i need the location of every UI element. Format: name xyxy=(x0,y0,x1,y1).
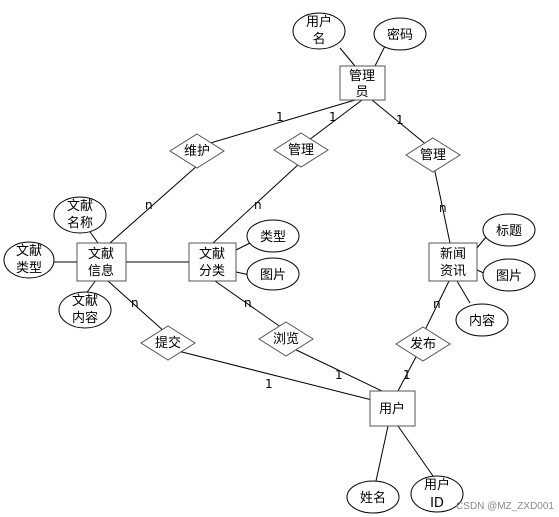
attribute-label: 密码 xyxy=(387,27,413,43)
attribute-admin-password: 密码 xyxy=(373,17,427,51)
relationship-label: 管理 xyxy=(288,143,314,158)
edge-publish-user xyxy=(397,352,419,392)
attribute-label-line1: 文献 xyxy=(16,244,42,259)
attribute-label: 图片 xyxy=(496,269,522,284)
entity-label-line2: 分类 xyxy=(199,264,225,279)
entity-document: 文献 信息 xyxy=(76,242,127,282)
edge-admin-managenews xyxy=(371,99,429,147)
entity-news: 新闻 资讯 xyxy=(428,242,478,282)
card-admin-managenews: 1 xyxy=(396,113,404,127)
edge-submit-user xyxy=(177,350,373,401)
attribute-user-id: 用户 ID xyxy=(410,475,464,513)
edge-maintain-doc xyxy=(109,164,199,244)
attribute-category-type: 类型 xyxy=(246,219,300,253)
attribute-user-name: 姓名 xyxy=(346,480,400,514)
attribute-label-line1: 用户 xyxy=(306,14,332,30)
cardinalities: 1 1 1 n n n n n n 1 1 1 xyxy=(131,110,447,391)
card-cat-browse: n xyxy=(244,296,252,310)
attribute-category-image: 图片 xyxy=(246,257,300,291)
entity-label-line1: 管理 xyxy=(349,69,375,84)
entity-label-line2: 资讯 xyxy=(440,264,466,279)
relationship-manage-news: 管理 xyxy=(405,137,461,173)
card-doc-submit: n xyxy=(131,296,139,310)
edge-admin-maintain xyxy=(196,99,356,148)
attribute-doc-type: 文献 类型 xyxy=(3,241,55,279)
attribute-news-image: 图片 xyxy=(482,258,536,292)
attribute-label-line2: 类型 xyxy=(16,261,42,276)
attribute-label: 姓名 xyxy=(360,490,386,506)
attribute-label-line2: 名称 xyxy=(67,215,93,231)
entity-label: 用户 xyxy=(379,401,405,417)
card-managenews-news: n xyxy=(439,201,447,215)
entity-label-line2: 员 xyxy=(355,85,368,100)
entity-category: 文献 分类 xyxy=(188,242,237,282)
attribute-label-line2: 名 xyxy=(312,31,325,47)
relationship-label: 维护 xyxy=(184,144,210,159)
attribute-label: 内容 xyxy=(469,313,495,329)
attribute-label: 类型 xyxy=(260,230,286,245)
edge-browse-user xyxy=(289,346,383,392)
relationship-submit: 提交 xyxy=(140,325,196,361)
edge-cat-browse xyxy=(214,280,286,331)
attribute-news-content: 内容 xyxy=(455,303,509,337)
attribute-label: 图片 xyxy=(260,268,286,283)
entity-label-line1: 文献 xyxy=(88,247,114,262)
edges xyxy=(52,45,487,482)
entity-admin: 管理 员 xyxy=(339,65,386,101)
edge-admin-managecat xyxy=(304,99,363,144)
edge-managenews-news xyxy=(433,166,451,244)
card-managecat-cat: n xyxy=(254,198,262,212)
card-maintain-doc: n xyxy=(145,198,153,212)
edge-user-id xyxy=(397,425,434,477)
edge-doc-submit xyxy=(107,280,167,334)
relationship-browse: 浏览 xyxy=(258,321,314,357)
edge-cat-type xyxy=(235,242,251,251)
card-publish-user: 1 xyxy=(403,368,411,382)
card-news-publish: n xyxy=(433,297,441,311)
attribute-doc-content: 文献 内容 xyxy=(58,291,112,329)
entity-label-line2: 信息 xyxy=(88,263,114,279)
relationship-label: 发布 xyxy=(410,336,436,352)
card-browse-user: 1 xyxy=(335,368,343,382)
edge-managecat-cat xyxy=(212,162,301,244)
edge-admin-password xyxy=(374,45,386,67)
attribute-label: 标题 xyxy=(496,224,522,239)
entity-label-line1: 新闻 xyxy=(440,246,466,262)
attribute-doc-name: 文献 名称 xyxy=(53,196,107,234)
attribute-label-line1: 用户 xyxy=(424,477,450,493)
attribute-label-line2: 内容 xyxy=(72,310,98,326)
card-admin-maintain: 1 xyxy=(276,110,284,124)
relationship-manage-category: 管理 xyxy=(273,132,329,168)
attribute-label-line2: ID xyxy=(430,496,444,511)
attribute-admin-username: 用户 名 xyxy=(292,12,346,50)
edge-user-name xyxy=(375,425,389,482)
entity-user: 用户 xyxy=(369,390,416,427)
card-admin-managecat: 1 xyxy=(329,110,337,124)
relationship-label: 浏览 xyxy=(273,331,299,347)
watermark: CSDN @MZ_ZXD001 xyxy=(456,501,554,512)
edge-admin-username xyxy=(339,47,356,67)
relationship-maintain: 维护 xyxy=(169,133,225,169)
edge-news-content xyxy=(456,280,471,304)
edge-news-title xyxy=(476,236,487,249)
relationship-label: 提交 xyxy=(155,335,181,351)
edge-news-publish xyxy=(424,280,450,331)
attribute-news-title: 标题 xyxy=(482,213,536,247)
attribute-label-line1: 文献 xyxy=(72,294,98,309)
entity-label-line1: 文献 xyxy=(199,247,225,262)
relationship-publish: 发布 xyxy=(395,326,451,362)
attribute-label-line1: 文献 xyxy=(67,199,93,214)
relationship-label: 管理 xyxy=(420,148,446,163)
card-submit-user: 1 xyxy=(265,377,273,391)
